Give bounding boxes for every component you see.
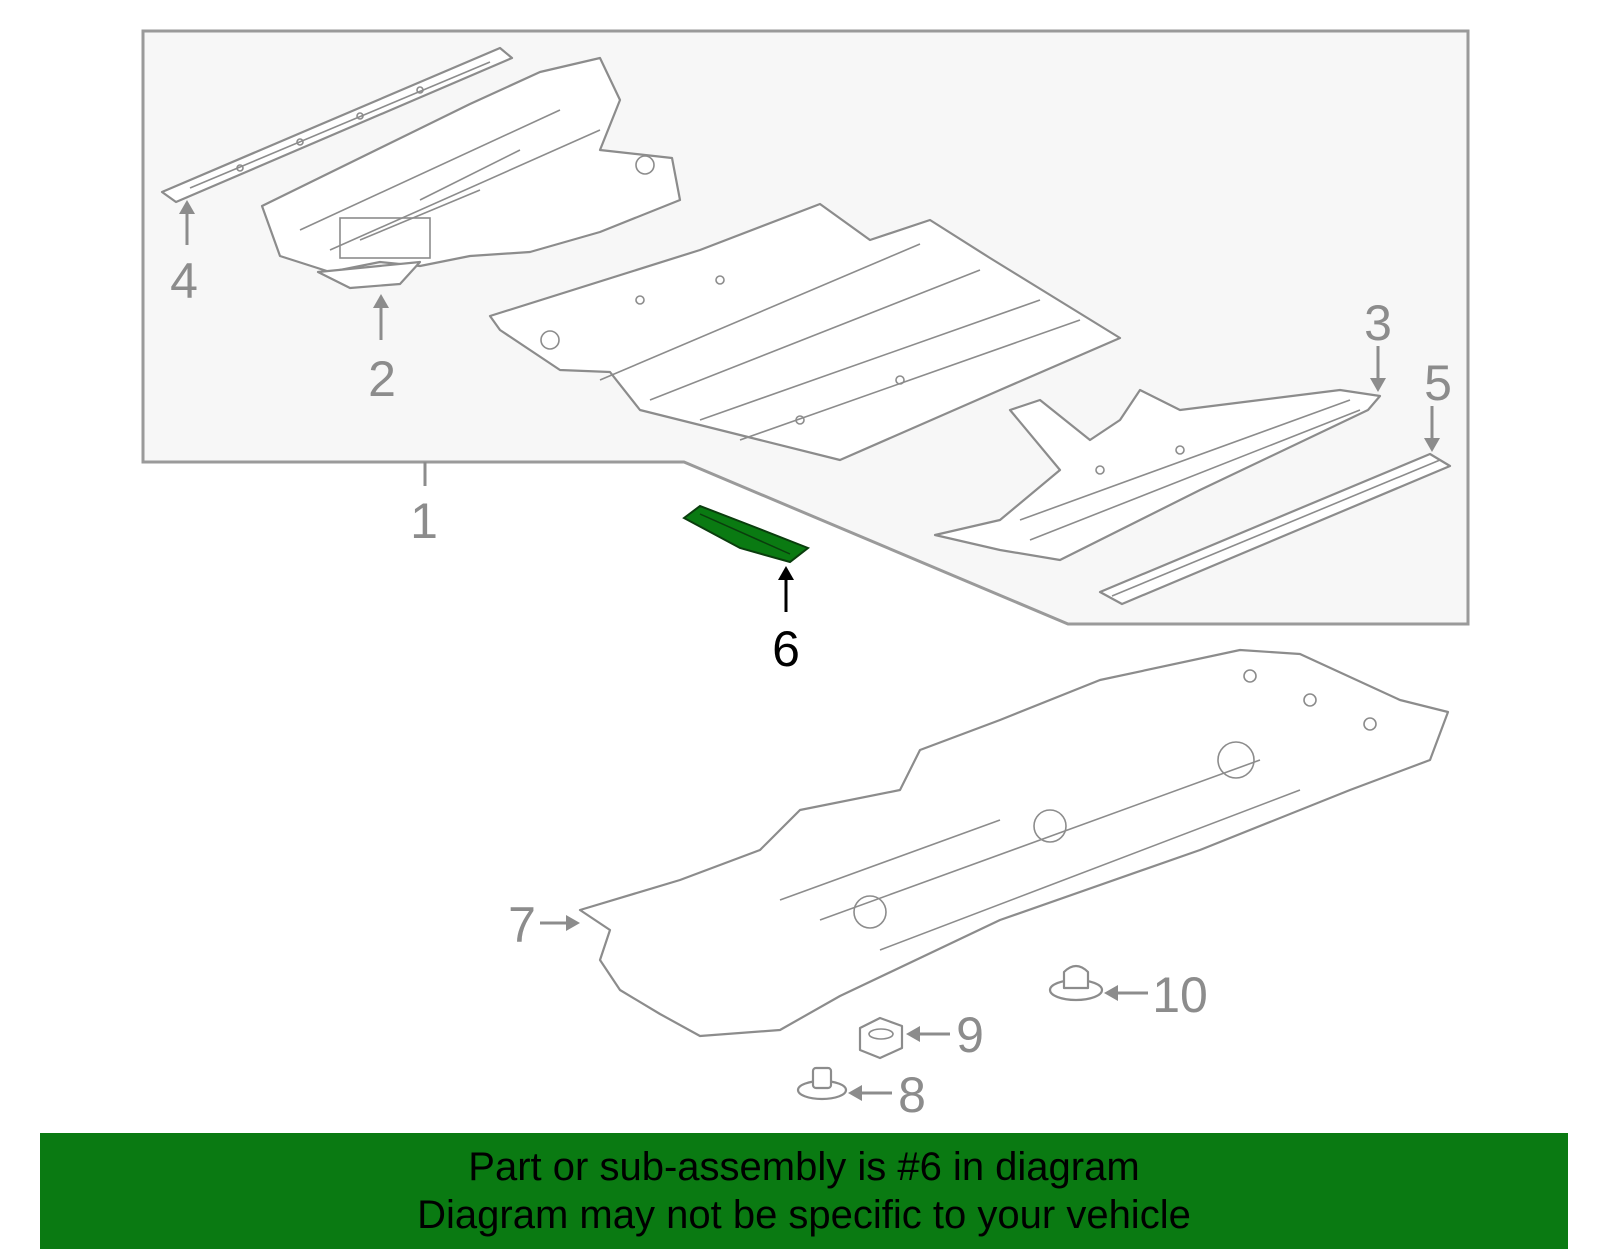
callout-4: 4 [170, 253, 198, 309]
leader-8 [848, 1085, 892, 1101]
part-5-sill-strip[interactable] [1098, 452, 1452, 606]
info-banner: Part or sub-assembly is #6 in diagram Di… [40, 1133, 1568, 1249]
leader-5 [1424, 406, 1440, 452]
leader-10 [1104, 985, 1148, 1001]
callout-6: 6 [772, 621, 800, 677]
part-4-rail[interactable] [160, 46, 514, 204]
callout-5: 5 [1424, 355, 1452, 411]
leader-3 [1370, 346, 1386, 392]
leader-4 [179, 200, 195, 245]
leader-6 [778, 566, 794, 612]
floor-pan[interactable] [488, 202, 1122, 462]
part-9-nut[interactable] [858, 1016, 904, 1060]
callout-10: 10 [1152, 967, 1208, 1023]
part-3-sill-assembly[interactable] [933, 388, 1382, 562]
part-7-undercover[interactable] [578, 648, 1450, 1038]
leader-7 [540, 915, 580, 931]
banner-line-2: Diagram may not be specific to your vehi… [417, 1193, 1191, 1237]
leader-2 [373, 294, 389, 340]
callout-9: 9 [956, 1007, 984, 1063]
callout-3: 3 [1364, 295, 1392, 351]
callout-2: 2 [368, 351, 396, 407]
part-10-clip[interactable] [1048, 964, 1104, 1002]
part-2-front-frame[interactable] [260, 56, 682, 290]
callout-7: 7 [508, 897, 536, 953]
part-6-crossmember[interactable] [682, 504, 810, 564]
banner-line-1: Part or sub-assembly is #6 in diagram [468, 1145, 1140, 1189]
leader-9 [906, 1026, 950, 1042]
callout-1: 1 [410, 493, 438, 549]
callout-8: 8 [898, 1067, 926, 1123]
part-8-bolt[interactable] [796, 1066, 848, 1101]
